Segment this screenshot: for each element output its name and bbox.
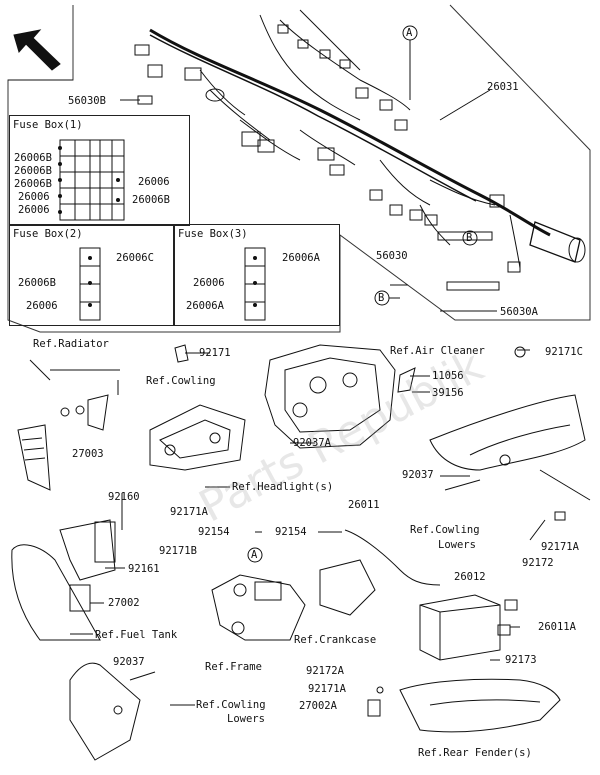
part-27002: 27002 bbox=[108, 597, 140, 609]
fuse-box-1-left-2: 26006B bbox=[14, 178, 52, 190]
ref-air-cleaner: Ref.Air Cleaner bbox=[390, 345, 485, 357]
ref-headlights: Ref.Headlight(s) bbox=[232, 481, 334, 493]
battery bbox=[419, 594, 518, 661]
part-92172-right: 92172 bbox=[522, 557, 554, 569]
part-92171-top: 92171 bbox=[199, 347, 231, 359]
ref-rear-fender: Ref.Rear Fender(s) bbox=[418, 747, 532, 759]
part-92154-left: 92154 bbox=[198, 526, 230, 538]
fuse-box-3 bbox=[174, 224, 340, 326]
callout-b-bottom: B bbox=[378, 292, 385, 304]
part-27002A: 27002A bbox=[299, 700, 337, 712]
fuse-box-1-left-1: 26006B bbox=[14, 165, 52, 177]
ref-cowling-lowers-left-2: Lowers bbox=[227, 713, 265, 725]
part-92171A-bottom: 92171A bbox=[308, 683, 346, 695]
ref-cowling-lowers-right-1: Ref.Cowling bbox=[410, 524, 480, 536]
fuse-box-1-right-0: 26006 bbox=[138, 176, 170, 188]
fuse-box-2 bbox=[9, 224, 174, 326]
fuse-box-2-left-1: 26006 bbox=[26, 300, 58, 312]
fuse-box-1 bbox=[9, 115, 190, 226]
front-fairing-left bbox=[11, 519, 116, 641]
fuse-box-1-right-1: 26006B bbox=[132, 194, 170, 206]
callout-b-top: B bbox=[466, 232, 473, 244]
fuse-box-1-grid bbox=[59, 139, 125, 221]
callout-a-bottom: A bbox=[251, 549, 258, 561]
part-26012: 26012 bbox=[454, 571, 486, 583]
part-92037A: 92037A bbox=[293, 437, 331, 449]
part-26011: 26011 bbox=[348, 499, 380, 511]
cowling-lowers-right bbox=[429, 394, 591, 521]
main-wiring-harness bbox=[134, 9, 586, 291]
part-92173: 92173 bbox=[505, 654, 537, 666]
callout-a-top: A bbox=[406, 27, 413, 39]
fuse-box-3-title: Fuse Box(3) bbox=[178, 228, 248, 240]
air-cleaner-housing bbox=[264, 344, 526, 449]
direction-arrow-icon bbox=[13, 29, 61, 71]
rear-fender bbox=[367, 678, 561, 733]
part-27003: 27003 bbox=[72, 448, 104, 460]
part-92154-mid: 92154 bbox=[275, 526, 307, 538]
ref-cowling-lowers-right-2: Lowers bbox=[438, 539, 476, 551]
part-92160: 92160 bbox=[108, 491, 140, 503]
fuse-box-1-left-3: 26006 bbox=[18, 191, 50, 203]
part-92171A-right: 92171A bbox=[541, 541, 579, 553]
callout-circle-a-bottom bbox=[247, 547, 263, 563]
ref-radiator: Ref.Radiator bbox=[33, 338, 109, 350]
part-92161: 92161 bbox=[128, 563, 160, 575]
part-26011A: 26011A bbox=[538, 621, 576, 633]
part-39156: 39156 bbox=[432, 387, 464, 399]
part-26031: 26031 bbox=[487, 81, 519, 93]
part-56030B: 56030B bbox=[68, 95, 106, 107]
part-92171C: 92171C bbox=[545, 346, 583, 358]
fuse-box-2-right-0: 26006C bbox=[116, 252, 154, 264]
part-92037-mid: 92037 bbox=[402, 469, 434, 481]
crankcase-harness bbox=[319, 529, 441, 616]
fuse-box-1-title: Fuse Box(1) bbox=[13, 119, 83, 131]
fuse-box-3-right-0: 26006A bbox=[282, 252, 320, 264]
fuse-box-1-left-4: 26006 bbox=[18, 204, 50, 216]
part-92171B: 92171B bbox=[159, 545, 197, 557]
ref-cowling-lowers-left-1: Ref.Cowling bbox=[196, 699, 266, 711]
fuse-box-2-left-0: 26006B bbox=[18, 277, 56, 289]
fuse-box-1-left-0: 26006B bbox=[14, 152, 52, 164]
cowling-bracket bbox=[149, 344, 246, 471]
part-11056: 11056 bbox=[432, 370, 464, 382]
ref-fuel-tank: Ref.Fuel Tank bbox=[95, 629, 178, 641]
part-56030A: 56030A bbox=[500, 306, 538, 318]
callout-circle-b-top bbox=[462, 230, 478, 246]
frame-bracket bbox=[211, 574, 306, 641]
part-92037-bottom: 92037 bbox=[113, 656, 145, 668]
front-cowling-lower bbox=[69, 662, 156, 761]
part-56030: 56030 bbox=[376, 250, 408, 262]
ref-crankcase: Ref.Crankcase bbox=[294, 634, 377, 646]
fuse-box-3-left-0: 26006 bbox=[193, 277, 225, 289]
part-92172A: 92172A bbox=[306, 665, 344, 677]
part-92171A-mid: 92171A bbox=[170, 506, 208, 518]
fuse-box-2-title: Fuse Box(2) bbox=[13, 228, 83, 240]
radiator-bracket-parts bbox=[17, 380, 119, 491]
ref-frame: Ref.Frame bbox=[205, 661, 262, 673]
fuse-box-3-left-1: 26006A bbox=[186, 300, 224, 312]
ref-cowling: Ref.Cowling bbox=[146, 375, 216, 387]
